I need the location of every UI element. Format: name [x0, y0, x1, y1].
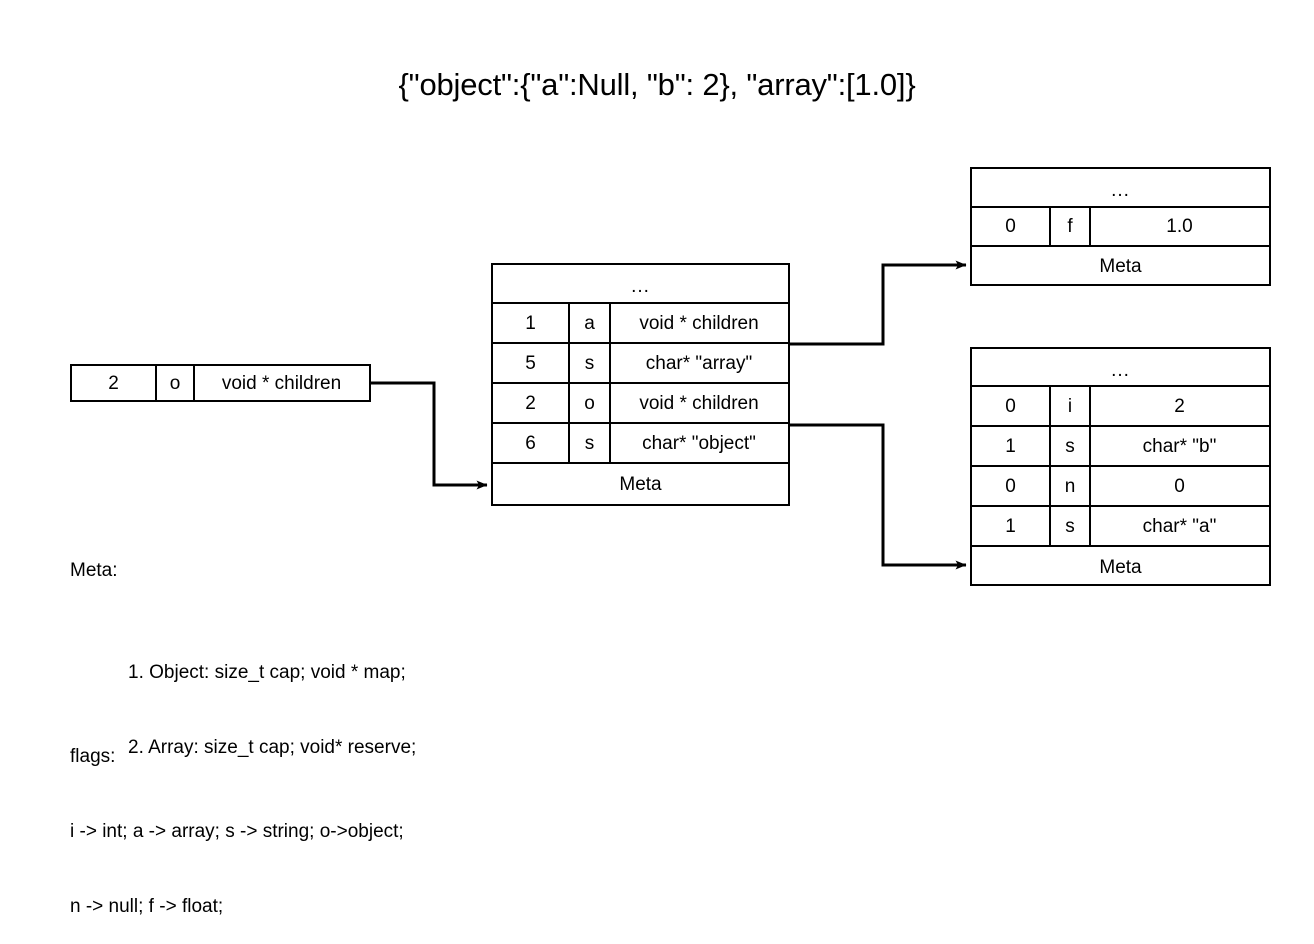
flags-legend-line: n -> null; f -> float;: [70, 896, 224, 917]
flag-cell: s: [570, 424, 611, 462]
table-row: 1 s char* "a": [972, 507, 1269, 547]
page-title: {"object":{"a":Null, "b": 2}, "array":[1…: [398, 67, 916, 102]
value-cell: 1.0: [1166, 216, 1193, 237]
connector-object-children: [790, 423, 967, 570]
root-value-cell: void * children: [221, 372, 342, 394]
meta-label: Meta: [1099, 556, 1142, 578]
table-row: 0 f 1.0: [972, 208, 1269, 247]
flag-cell: s: [1051, 507, 1091, 545]
index-cell: 6: [493, 424, 570, 462]
flags-legend-line: i -> int; a -> array; s -> string; o->ob…: [70, 821, 404, 842]
meta-label: Meta: [1099, 255, 1142, 277]
ellipsis-row: ...: [972, 169, 1269, 208]
ellipsis-row: ...: [972, 349, 1269, 387]
ellipsis-label: ...: [1111, 360, 1130, 381]
ellipsis-row: ...: [493, 265, 788, 304]
index-cell: 2: [493, 384, 570, 422]
object-children-node: ... 0 i 2 1 s char* "b" 0 n 0 1 s char* …: [970, 347, 1271, 586]
value-cell: char* "b": [1142, 435, 1217, 457]
meta-row: Meta: [972, 247, 1269, 285]
meta-legend-list: 1. Object: size_t cap; void * map; 2. Ar…: [128, 610, 416, 785]
flag-cell: s: [1051, 427, 1091, 465]
index-cell: 0: [972, 467, 1051, 505]
table-row: 1 s char* "b": [972, 427, 1269, 467]
index-cell: 0: [972, 208, 1051, 245]
flag-cell: f: [1051, 208, 1091, 245]
index-cell: 0: [972, 387, 1051, 425]
flag-cell: a: [570, 304, 611, 342]
meta-label: Meta: [619, 474, 662, 495]
index-cell: 1: [972, 427, 1051, 465]
table-row: 1 a void * children: [493, 304, 788, 344]
flags-legend: flags: i -> int; a -> array; s -> string…: [70, 694, 404, 944]
flags-legend-heading: flags:: [70, 746, 116, 767]
meta-row: Meta: [972, 547, 1269, 587]
ellipsis-label: ...: [631, 276, 650, 297]
meta-legend-item: 2. Array: size_t cap; void* reserve;: [128, 737, 417, 758]
index-cell: 1: [972, 507, 1051, 545]
value-cell: 2: [1174, 395, 1185, 417]
value-cell: 0: [1174, 475, 1185, 497]
table-row: 2 o void * children: [72, 366, 369, 400]
connector-array-children: [790, 260, 967, 346]
flag-cell: n: [1051, 467, 1091, 505]
root-flag-cell: o: [157, 366, 195, 400]
connector-root-to-children: [371, 381, 488, 490]
ellipsis-label: ...: [1111, 180, 1130, 201]
table-row: 6 s char* "object": [493, 424, 788, 464]
table-row: 0 n 0: [972, 467, 1269, 507]
value-cell: char* "array": [645, 352, 753, 374]
index-cell: 5: [493, 344, 570, 382]
root-index-cell: 2: [72, 366, 157, 400]
value-cell: char* "a": [1142, 515, 1217, 537]
value-cell: void * children: [639, 392, 759, 414]
flag-cell: i: [1051, 387, 1091, 425]
connector-layer: [371, 260, 967, 570]
flag-cell: s: [570, 344, 611, 382]
value-cell: void * children: [639, 312, 759, 334]
array-children-node: ... 0 f 1.0 Meta: [970, 167, 1271, 286]
meta-row: Meta: [493, 464, 788, 505]
index-cell: 1: [493, 304, 570, 342]
flag-cell: o: [570, 384, 611, 422]
table-row: 2 o void * children: [493, 384, 788, 424]
table-row: 0 i 2: [972, 387, 1269, 427]
table-row: 5 s char* "array": [493, 344, 788, 384]
root-children-node: ... 1 a void * children 5 s char* "array…: [491, 263, 790, 506]
meta-legend-heading: Meta:: [70, 560, 118, 581]
value-cell: char* "object": [642, 432, 756, 454]
root-node: 2 o void * children: [70, 364, 371, 402]
meta-legend-item: 1. Object: size_t cap; void * map;: [128, 662, 406, 683]
